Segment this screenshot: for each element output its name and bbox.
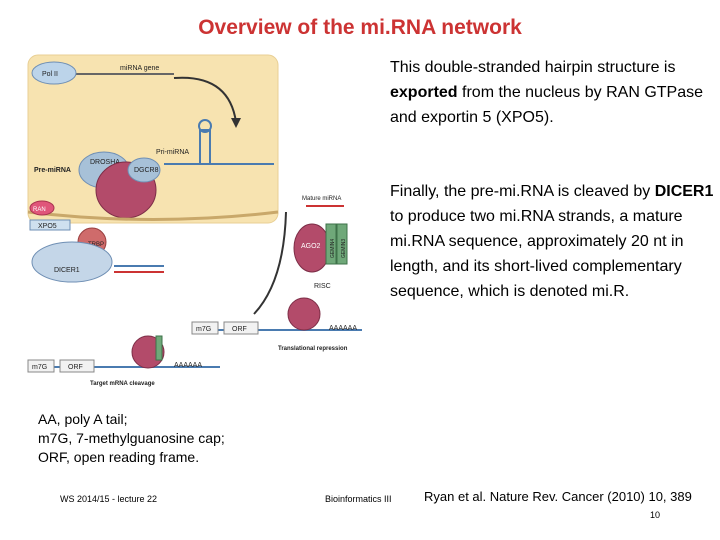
gemin-bottom-shape	[155, 335, 163, 361]
footer-lecture: WS 2014/15 - lecture 22	[60, 494, 158, 504]
mature-mirna-label: Mature miRNA	[302, 196, 341, 202]
nuclear-membrane	[27, 210, 279, 221]
dgcr8-subunit	[127, 157, 161, 183]
mirna-pathway-diagram: Pol II miRNA gene Pri-miRNA DROSHA DGCR8…	[24, 52, 364, 397]
m7g-top-box	[191, 321, 219, 335]
orf-bottom-box	[59, 359, 95, 373]
gemin3-shape	[336, 223, 348, 265]
orf-top-label: ORF	[232, 326, 247, 333]
transcription-arrow	[173, 76, 237, 123]
polya-top-label: AAAAAA	[329, 325, 357, 332]
footer-course: Bioinformatics III	[325, 494, 392, 504]
paragraph-dicer-rest: to produce two mi.RNA strands, a mature …	[390, 208, 684, 300]
paragraph-export: This double-stranded hairpin structure i…	[390, 55, 715, 130]
slide-title: Overview of the mi.RNA network	[198, 16, 522, 39]
drosha-label: DROSHA	[90, 159, 120, 166]
orf-top-box	[223, 321, 259, 335]
paragraph-dicer: Finally, the pre-mi.RNA is cleaved by DI…	[390, 179, 715, 304]
gemin3-label: GEMIN3	[341, 239, 347, 258]
risc-top-shape	[287, 297, 321, 331]
risc-label: RISC	[314, 283, 331, 290]
xpo5-shape	[29, 219, 71, 231]
orf-bottom-label: ORF	[68, 364, 83, 371]
paragraph-export-rest: from the nucleus by RAN GTPase and expor…	[390, 84, 704, 126]
page-number: 10	[650, 510, 661, 520]
m7g-top-label: m7G	[196, 326, 211, 333]
transcription-arrowhead	[231, 118, 241, 128]
abbreviation-item: ORF, open reading frame.	[38, 449, 200, 465]
abbreviation-item: AA, poly A tail;	[38, 411, 128, 427]
translational-repression-label: Translational repression	[278, 346, 348, 352]
paragraph-dicer-text: Finally, the pre-mi.RNA is cleaved by	[390, 183, 655, 200]
paragraph-export-bold: exported	[390, 84, 458, 101]
pol2-label: Pol II	[42, 71, 58, 78]
risc-arrow	[253, 211, 287, 315]
dicer1-label: DICER1	[54, 267, 80, 274]
dicer1-shape	[31, 241, 113, 283]
paragraph-dicer-bold: DICER1	[654, 183, 714, 200]
m7g-bottom-box	[27, 359, 55, 373]
diagram-canvas: Pol II miRNA gene Pri-miRNA DROSHA DGCR8…	[27, 54, 362, 387]
trbp-label: TRBP	[88, 242, 104, 248]
pri-mirna-hairpin	[199, 129, 211, 165]
ran-label: RAN	[33, 207, 46, 213]
abbreviation-item: m7G, 7-methylguanosine cap;	[38, 430, 225, 446]
target-cleavage-label: Target mRNA cleavage	[90, 381, 155, 387]
gemin4-label: GEMIN4	[330, 239, 336, 258]
pre-mirna-label: Pre-miRNA	[34, 167, 71, 174]
ran-shape	[29, 200, 55, 216]
pol2-shape	[31, 61, 77, 85]
paragraph-export-text: This double-stranded hairpin structure i…	[390, 59, 676, 76]
footer-citation: Ryan et al. Nature Rev. Cancer (2010) 10…	[424, 489, 692, 504]
pri-mirna-label: Pri-miRNA	[156, 149, 189, 156]
ago2-label: AGO2	[301, 243, 321, 250]
pri-mirna-loop	[198, 119, 212, 133]
abbreviations: AA, poly A tail; m7G, 7-methylguanosine …	[38, 410, 225, 467]
gemin4-shape	[325, 223, 337, 265]
polya-bottom-label: AAAAAA	[174, 362, 202, 369]
dgcr8-label: DGCR8	[134, 167, 159, 174]
mirna-gene-label: miRNA gene	[120, 65, 159, 72]
xpo5-label: XPO5	[38, 223, 57, 230]
m7g-bottom-label: m7G	[32, 364, 47, 371]
